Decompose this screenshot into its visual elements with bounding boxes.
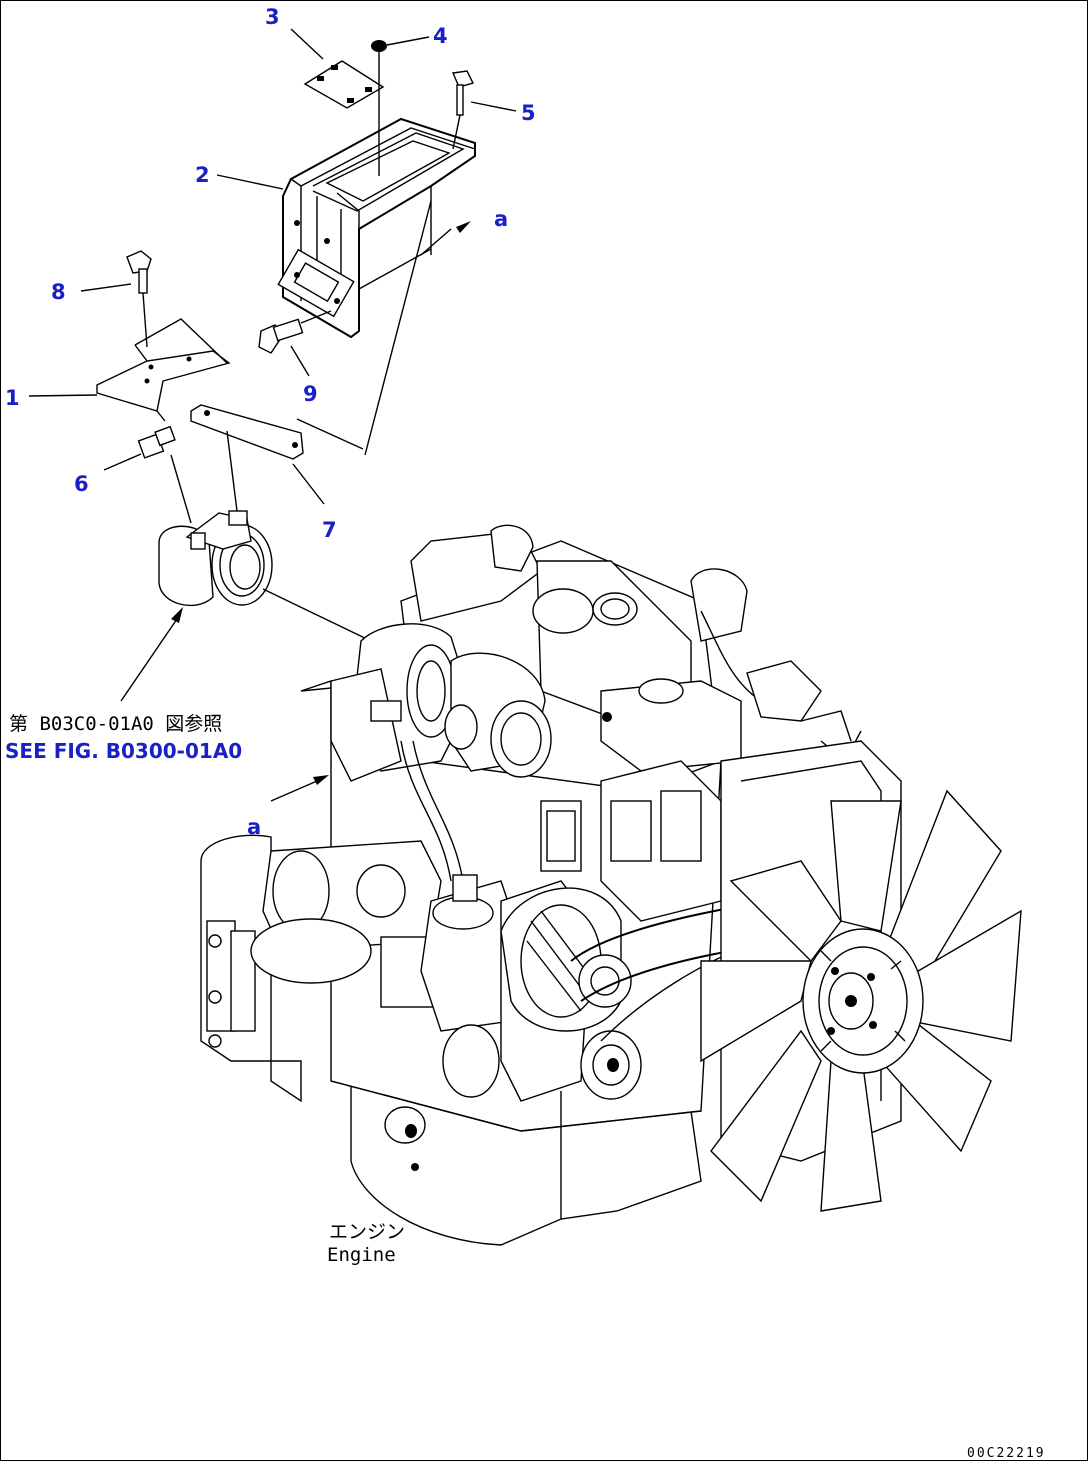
engine-assembly: [200, 524, 1022, 1246]
reference-arrow-head: [171, 607, 183, 623]
part-1-bracket: [96, 318, 231, 422]
part-9-bolt: [258, 310, 332, 354]
part-2-cover: [277, 117, 476, 339]
view-arrow-top-shaft: [420, 228, 452, 256]
callout-5: 5: [521, 101, 536, 125]
callout-6: 6: [74, 472, 89, 496]
cooling-fan: [700, 789, 1022, 1212]
callout-3: 3: [265, 5, 280, 29]
view-marker-a-engine: a: [247, 815, 261, 839]
part-4-nut: [371, 40, 387, 176]
engine-label-english: Engine: [327, 1244, 396, 1266]
reference-arrow-shaft: [120, 618, 178, 702]
assembly-line-cover: [364, 200, 432, 456]
view-arrow-engine-head: [313, 775, 329, 785]
part-5-bolt: [451, 70, 475, 150]
reference-note-japanese: 第 B03C0-01A0 図参照: [9, 713, 222, 735]
view-marker-a-top: a: [494, 207, 508, 231]
view-arrow-top-head: [456, 221, 471, 233]
callout-9: 9: [303, 382, 318, 406]
part-8-bolt: [126, 250, 152, 348]
callout-2: 2: [195, 163, 210, 187]
leader-lines: [28, 28, 517, 505]
part-6-clamp: [137, 425, 238, 524]
part-7-bracket: [190, 404, 364, 460]
air-inlet-elbow: [158, 510, 372, 642]
callout-7: 7: [322, 518, 337, 542]
callout-8: 8: [51, 280, 66, 304]
engine-label-japanese: エンジン: [329, 1221, 405, 1243]
figure-number: 00C22219: [967, 1446, 1046, 1461]
view-arrow-engine-shaft: [270, 780, 318, 802]
reference-note-english: SEE FIG. B0300-01A0: [5, 739, 242, 763]
callout-1: 1: [5, 386, 20, 410]
callout-4: 4: [433, 24, 448, 48]
part-3-plate: [303, 60, 385, 109]
